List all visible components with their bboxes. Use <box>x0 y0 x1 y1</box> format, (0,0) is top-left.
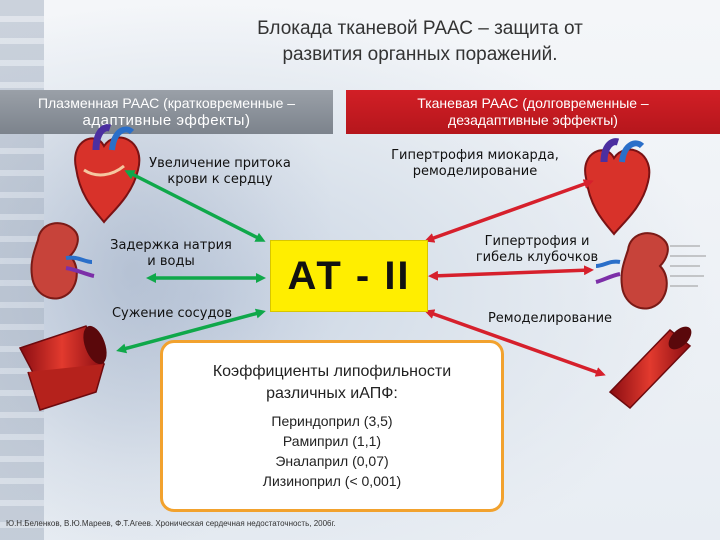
slide-title-line2: развития органных поражений. <box>282 44 558 65</box>
label-blood-flow-line2: крови к сердцу <box>167 172 273 187</box>
label-glomeruli-line1: Гипертрофия и <box>484 234 590 249</box>
slide-title: Блокада тканевой РААС – защита от развит… <box>190 16 650 68</box>
ace-item: Эналаприл (0,07) <box>275 453 389 469</box>
ace-item: Лизиноприл (< 0,001) <box>262 473 402 489</box>
red-arrows <box>424 179 606 377</box>
tissue-raas-header: Тканевая РААС (долговременные – дезадапт… <box>346 90 720 134</box>
tissue-raas-header-line2: дезадаптивные эффекты) <box>448 112 618 128</box>
label-remodeling: Ремоделирование <box>487 311 613 326</box>
label-vasoconstriction: Сужение сосудов <box>111 306 233 321</box>
blood-vessel-icon-left <box>18 325 107 411</box>
plasma-raas-header-line1: Плазменная РААС (кратковременные – <box>37 95 296 111</box>
plasma-raas-header-line2: адаптивные эффекты) <box>82 112 251 129</box>
kidney-icon-right <box>595 232 706 310</box>
blood-vessel-icon-right <box>608 326 692 410</box>
lipophilicity-title-line2: различных иАПФ: <box>266 385 398 402</box>
label-sodium-retention: Задержка натрия и воды <box>96 238 246 270</box>
plasma-raas-header: Плазменная РААС (кратковременные – адапт… <box>0 90 333 134</box>
lipophilicity-title-line1: Коэффициенты липофильности <box>212 363 452 380</box>
kidney-icon-left <box>30 222 95 300</box>
angiotensin-ii-box: АТ - II <box>270 240 428 312</box>
citation-footer: Ю.Н.Беленков, В.Ю.Мареев, Ф.Т.Агеев. Хро… <box>6 519 336 528</box>
label-blood-flow-line1: Увеличение притока <box>149 156 291 171</box>
tissue-raas-header-line1: Тканевая РААС (долговременные – <box>417 95 649 111</box>
label-hypertrophy-line2: ремоделирование <box>412 164 538 179</box>
label-hypertrophy-line1: Гипертрофия миокарда, <box>391 148 559 163</box>
slide-title-line1: Блокада тканевой РААС – защита от <box>257 18 583 39</box>
lipophilicity-box: Коэффициенты липофильности различных иАП… <box>160 340 504 512</box>
ace-item: Периндоприл (3,5) <box>271 413 393 429</box>
heart-icon-right <box>584 138 651 236</box>
green-arrows <box>116 170 266 354</box>
label-myocardial-hypertrophy: Гипертрофия миокарда, ремоделирование <box>360 148 590 180</box>
label-glomeruli-line2: гибель клубочков <box>475 250 599 265</box>
label-glomeruli: Гипертрофия и гибель клубочков <box>462 234 612 266</box>
label-sodium-line2: и воды <box>147 254 195 269</box>
ace-item: Рамиприл (1,1) <box>282 433 382 449</box>
label-blood-flow: Увеличение притока крови к сердцу <box>140 156 300 188</box>
heart-icon-left <box>74 124 141 224</box>
label-sodium-line1: Задержка натрия <box>110 238 232 253</box>
